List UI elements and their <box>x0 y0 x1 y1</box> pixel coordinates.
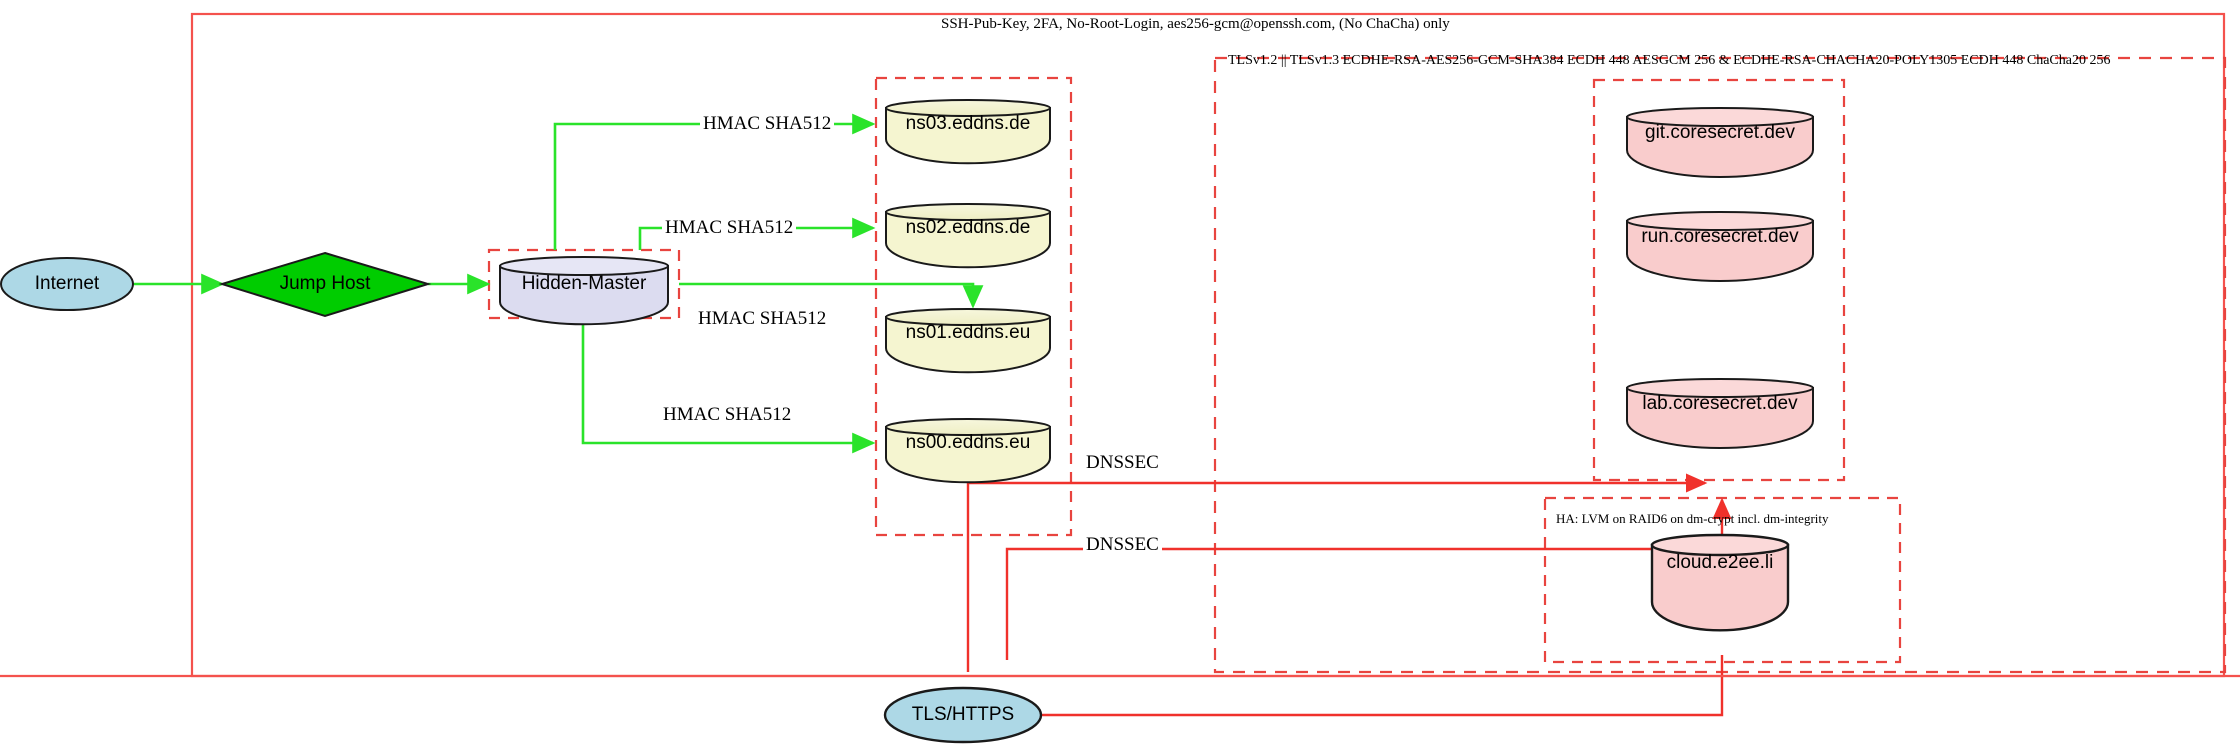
node-ns02-shape[interactable] <box>885 203 1051 269</box>
edge-label-hmac-ns00: HMAC SHA512 <box>660 404 795 426</box>
edge-hiddenmaster-ns01 <box>679 282 984 309</box>
node-ns01-shape[interactable] <box>885 308 1051 374</box>
cluster-label-ssh-zone: SSH-Pub-Key, 2FA, No-Root-Login, aes256-… <box>941 16 1450 32</box>
edge-label-dnssec-2: DNSSEC <box>1083 534 1162 556</box>
node-internet-label: Internet <box>34 273 100 294</box>
node-ns02-label: ns02.eddns.de <box>905 217 1031 238</box>
node-ns03-shape[interactable] <box>885 99 1051 165</box>
node-ns03[interactable]: ns03.eddns.de <box>886 110 1050 138</box>
node-ns03-label: ns03.eddns.de <box>905 113 1031 134</box>
cluster-tls-zone <box>1213 56 2227 674</box>
node-cloud-shape[interactable] <box>1650 533 1790 632</box>
node-jumphost-shape[interactable] <box>218 251 432 318</box>
node-git-coresecret[interactable]: git.coresecret.dev <box>1627 119 1813 147</box>
node-ns01[interactable]: ns01.eddns.eu <box>886 319 1050 347</box>
node-hiddenmaster-shape[interactable] <box>499 256 669 326</box>
edge-label-hmac-ns01: HMAC SHA512 <box>695 308 830 330</box>
node-cloud-e2ee[interactable]: cloud.e2ee.li <box>1652 549 1788 577</box>
node-ns00-shape[interactable] <box>885 418 1051 484</box>
node-ns01-label: ns01.eddns.eu <box>905 322 1031 343</box>
cluster-dns-zone <box>874 76 1073 537</box>
edge-tlshttps-rail <box>963 655 1724 717</box>
edge-hiddenmaster-ns00 <box>581 318 876 454</box>
node-git-shape[interactable] <box>1626 107 1814 178</box>
node-tlshttps[interactable]: TLS/HTTPS <box>885 701 1041 729</box>
edge-label-hmac-ns03: HMAC SHA512 <box>700 113 835 135</box>
node-tlshttps-label: TLS/HTTPS <box>911 704 1015 725</box>
node-git-label: git.coresecret.dev <box>1645 122 1795 143</box>
node-jumphost-label: Jump Host <box>279 273 371 294</box>
node-run-coresecret[interactable]: run.coresecret.dev <box>1627 223 1813 251</box>
node-lab-coresecret[interactable]: lab.coresecret.dev <box>1627 390 1813 418</box>
node-internet[interactable]: Internet <box>1 270 133 298</box>
edge-label-hmac-ns02: HMAC SHA512 <box>662 217 797 239</box>
node-ns00-label: ns00.eddns.eu <box>905 432 1031 453</box>
node-hiddenmaster[interactable]: Hidden-Master <box>500 270 668 298</box>
edge-label-dnssec-1: DNSSEC <box>1083 452 1162 474</box>
node-run-label: run.coresecret.dev <box>1641 226 1799 247</box>
node-ns00[interactable]: ns00.eddns.eu <box>886 429 1050 457</box>
node-jumphost[interactable]: Jump Host <box>253 270 397 298</box>
node-cloud-label: cloud.e2ee.li <box>1666 552 1774 573</box>
cluster-label-ha-zone: HA: LVM on RAID6 on dm-crypt incl. dm-in… <box>1556 511 1829 526</box>
node-internet-shape[interactable] <box>0 257 134 311</box>
edge-dnssec-2 <box>1005 497 1732 660</box>
node-lab-shape[interactable] <box>1626 378 1814 449</box>
node-ns02[interactable]: ns02.eddns.de <box>886 214 1050 242</box>
cluster-ssh-zone <box>190 12 2226 678</box>
node-hiddenmaster-label: Hidden-Master <box>521 273 647 294</box>
cluster-core-zone <box>1592 78 1846 482</box>
node-run-shape[interactable] <box>1626 211 1814 282</box>
node-tlshttps-shape[interactable] <box>883 686 1043 744</box>
cluster-label-tls-zone: TLSv1.2 || TLSv1.3 ECDHE-RSA-AES256-GCM-… <box>1228 53 2111 68</box>
node-lab-label: lab.coresecret.dev <box>1642 393 1798 414</box>
